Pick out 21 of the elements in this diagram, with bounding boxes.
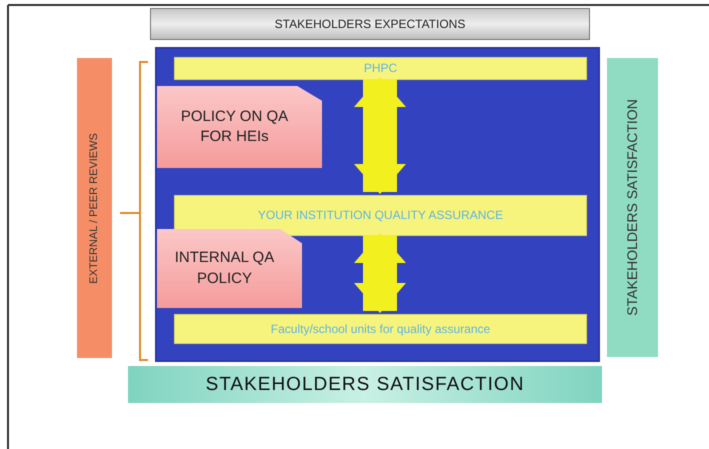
label-text: YOUR INSTITUTION QUALITY ASSURANCE: [258, 207, 504, 224]
label-text: INTERNAL QA POLICY: [174, 248, 276, 288]
policy-tab: [157, 229, 302, 308]
label-text: STAKEHOLDERS SATISFACTION: [206, 372, 524, 397]
double-arrow: [354, 77, 406, 194]
layer-bar: [174, 57, 587, 80]
base-bar: [128, 366, 602, 403]
label-text: Faculty/school units for quality assurance: [270, 320, 490, 338]
layer-bar: [174, 314, 587, 344]
layer-bar: [174, 195, 587, 236]
side-bar: [77, 58, 112, 358]
double-arrow: [354, 233, 406, 313]
side-bar: [607, 58, 658, 357]
label-text: PHPC: [364, 60, 398, 77]
panel-background: [155, 47, 600, 362]
label-text: EXTERNAL / PEER REVIEWS: [87, 132, 102, 284]
label-text: STAKEHOLDERS EXPECTATIONS: [274, 16, 466, 32]
policy-tab: [157, 86, 322, 168]
label-text: STAKEHOLDERS SATISFACTION: [623, 99, 642, 316]
label-text: POLICY ON QA FOR HEIs: [180, 106, 290, 147]
header-bar: [150, 8, 590, 40]
